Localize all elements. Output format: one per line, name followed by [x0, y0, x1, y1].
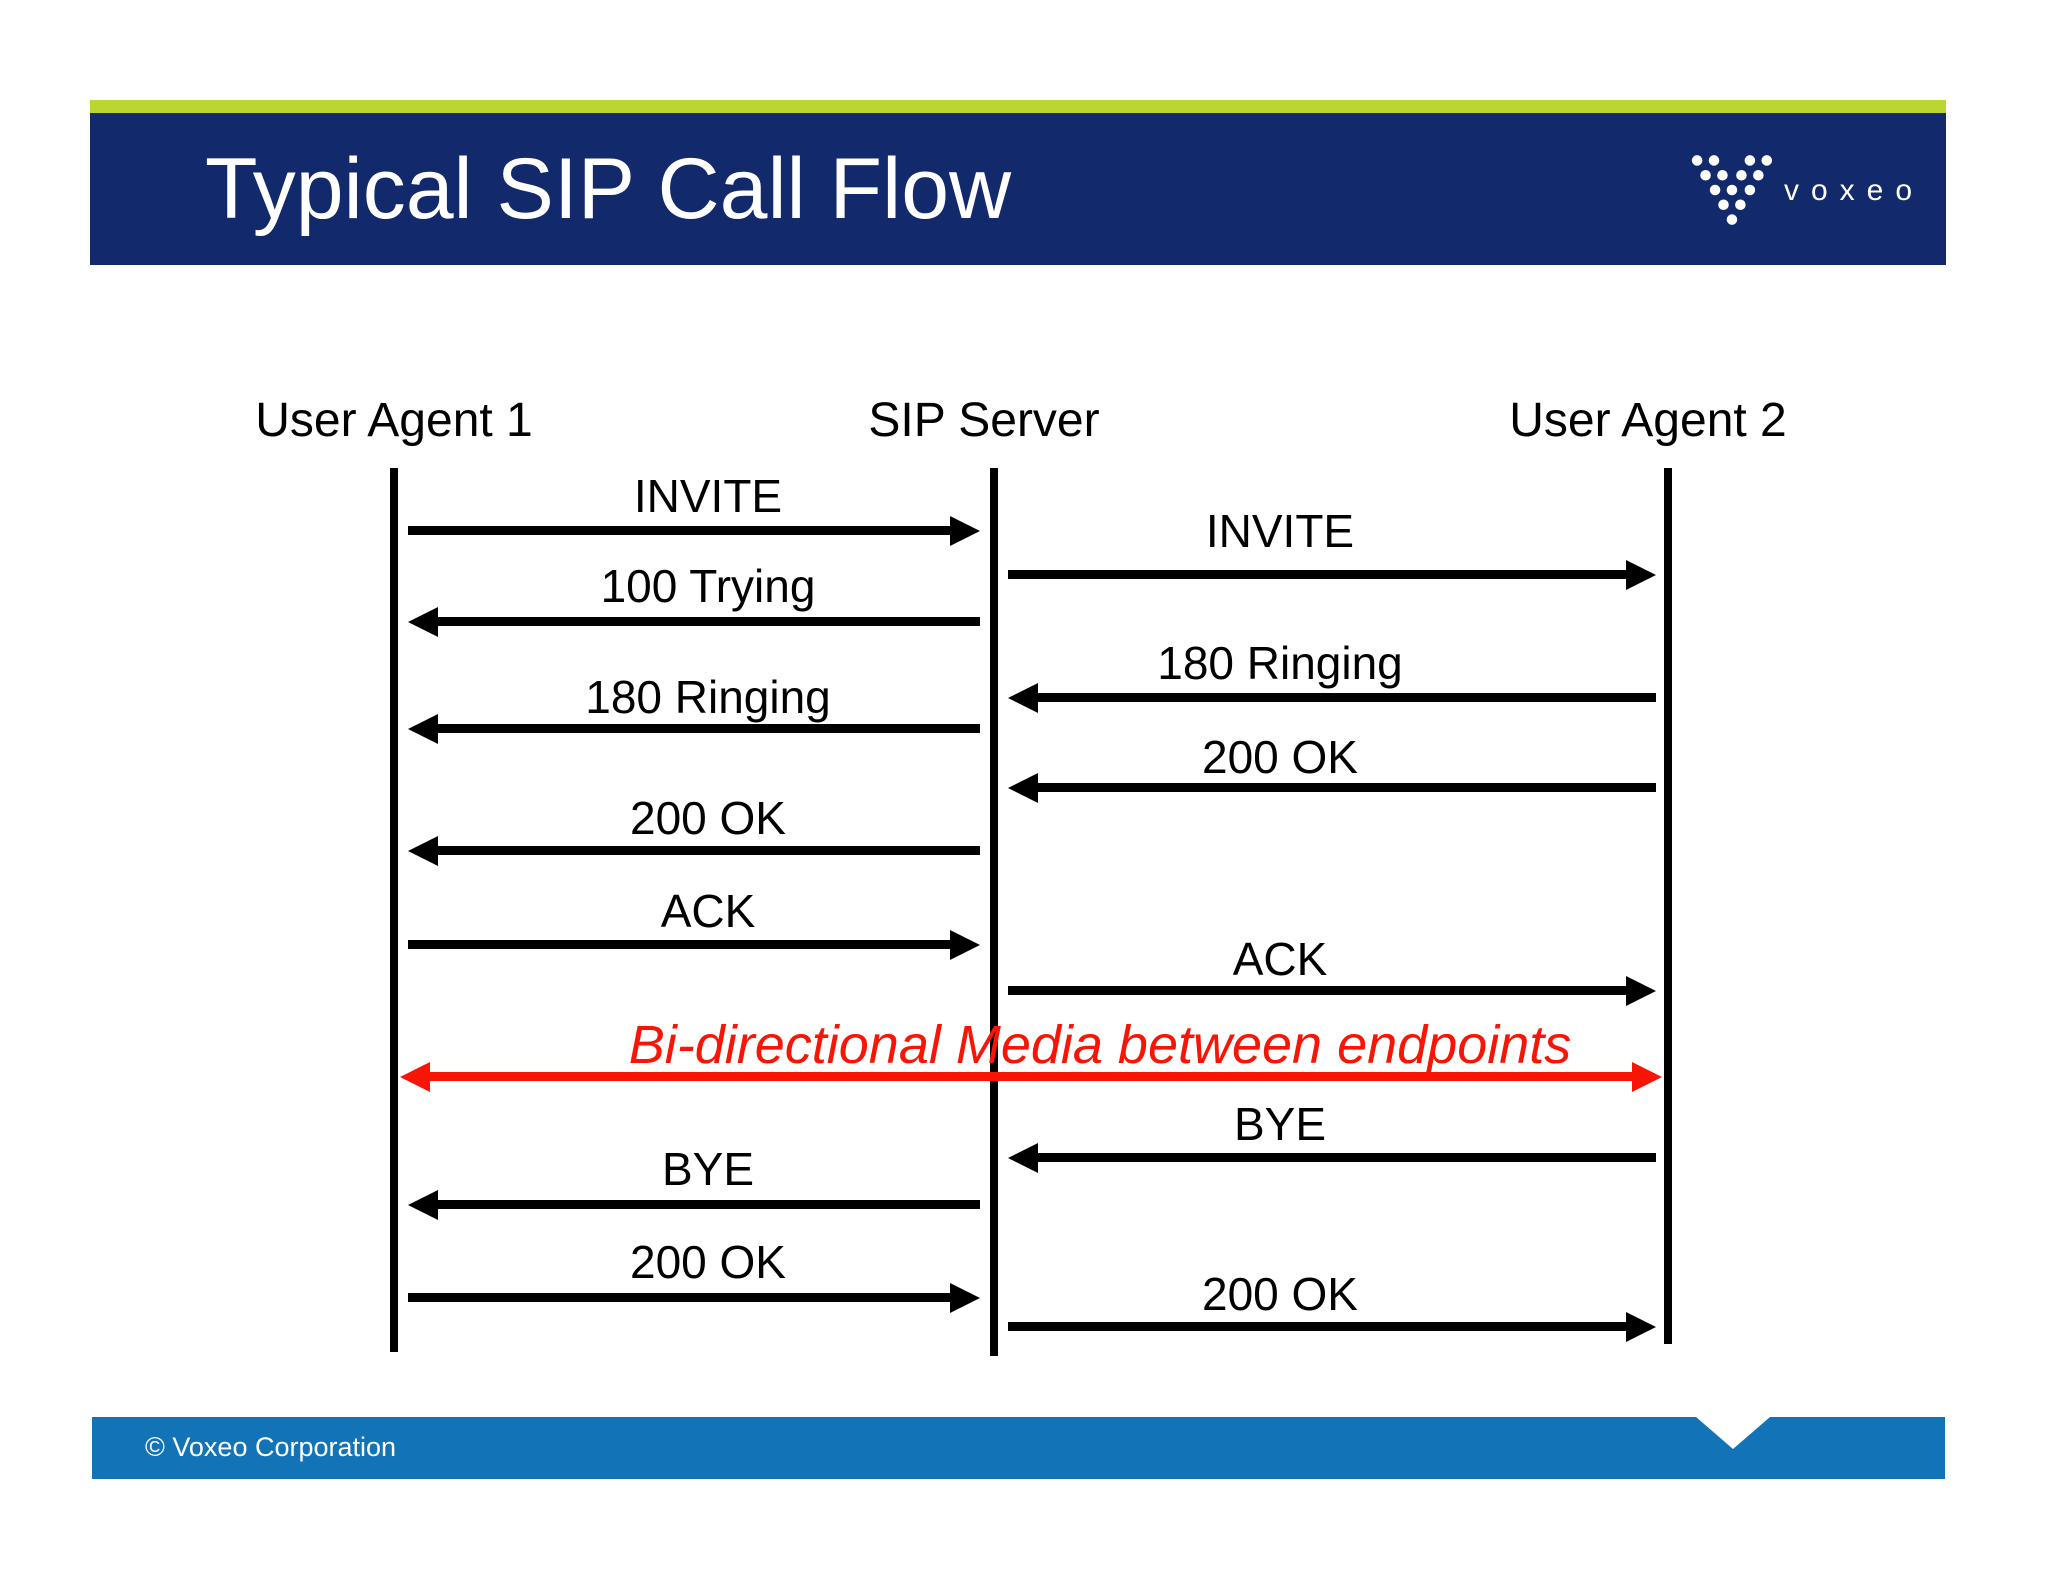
arrow-bye-server-to-ua1 [408, 1190, 980, 1220]
message-label-200-ok-ua2: 200 OK [1202, 731, 1358, 783]
message-label-180-ringing-ua2: 180 Ringing [1157, 637, 1403, 689]
message-label-invite-ua2: INVITE [1205, 505, 1355, 557]
arrow-ack-server-to-ua2 [1008, 976, 1656, 1006]
lifeline-sip-server [990, 468, 998, 1356]
actor-label-user-agent-1: User Agent 1 [255, 394, 533, 447]
copyright-text: © Voxeo Corporation [145, 1432, 397, 1462]
lifeline-user-agent-2 [1664, 468, 1672, 1344]
accent-strip [90, 100, 1946, 113]
arrow-bidirectional-media [400, 1062, 1662, 1092]
footer-bar [92, 1417, 1945, 1479]
message-label-ack-ua2: ACK [1232, 933, 1328, 985]
arrow-invite-server-to-ua2 [1008, 560, 1656, 590]
message-label-ack-ua1: ACK [660, 885, 756, 937]
title-bar [90, 113, 1946, 265]
media-label: Bi-directional Media between endpoints [628, 1015, 1572, 1075]
voxeo-logo: voxeo [1688, 152, 1948, 232]
arrow-200-ok-server-to-ua1 [408, 836, 980, 866]
arrow-200-ok-ua1-to-server [408, 1283, 980, 1313]
arrow-ack-ua1-to-server [408, 930, 980, 960]
actor-label-sip-server: SIP Server [868, 394, 1100, 447]
message-label-bye-ua2: BYE [1233, 1098, 1327, 1150]
arrow-200-ok-ua2-to-server [1008, 773, 1656, 803]
arrow-bye-ua2-to-server [1008, 1143, 1656, 1173]
lifeline-user-agent-1 [390, 468, 398, 1352]
actor-label-user-agent-2: User Agent 2 [1509, 394, 1787, 447]
arrow-100-trying-server-to-ua1 [408, 607, 980, 637]
message-label-invite-ua1: INVITE [633, 470, 783, 522]
message-label-200-ok-ua1: 200 OK [630, 792, 786, 844]
message-label-100-trying: 100 Trying [600, 560, 816, 612]
arrow-200-ok-server-to-ua2 [1008, 1312, 1656, 1342]
arrow-180-ringing-ua2-to-server [1008, 683, 1656, 713]
message-label-bye-ua1: BYE [661, 1143, 755, 1195]
voxeo-dotted-v-icon [1691, 155, 1773, 225]
page-title: Typical SIP Call Flow [205, 141, 1012, 237]
arrow-180-ringing-server-to-ua1 [408, 714, 980, 744]
arrow-invite-ua1-to-server [408, 516, 980, 546]
message-label-180-ringing-ua1: 180 Ringing [585, 671, 831, 723]
message-label-200-ok-bye-ua2: 200 OK [1202, 1268, 1358, 1320]
footer-notch-icon [1696, 1417, 1770, 1449]
voxeo-logo-text: voxeo [1784, 174, 1925, 207]
message-label-200-ok-bye-ua1: 200 OK [630, 1236, 786, 1288]
